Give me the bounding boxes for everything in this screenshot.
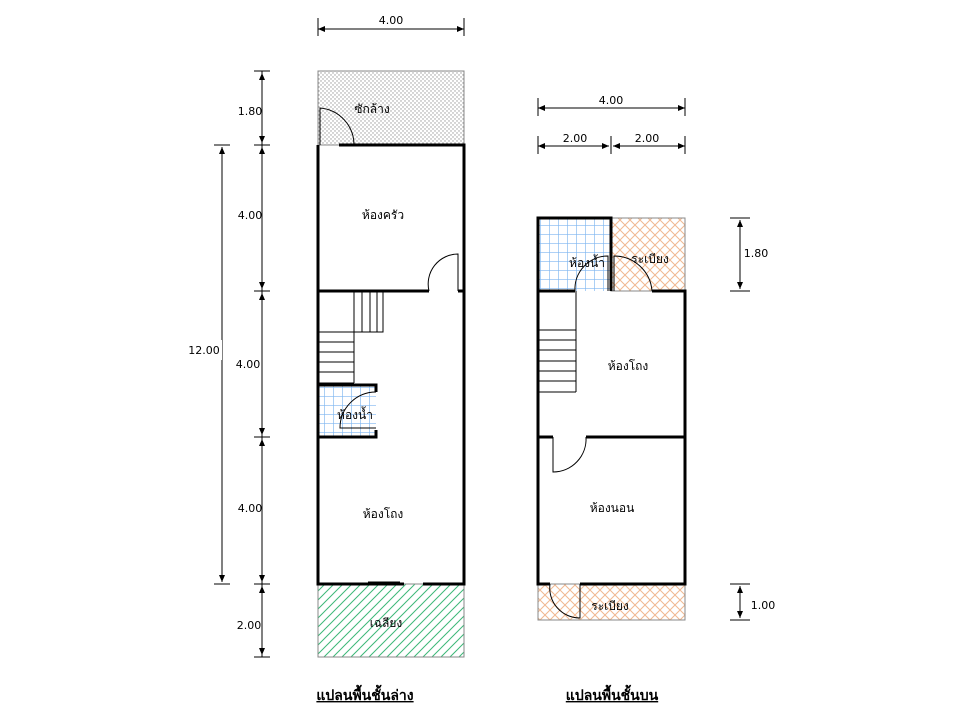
bedroom-door bbox=[552, 436, 587, 473]
front-balcony-door bbox=[549, 583, 581, 619]
ground-dimensions: 4.00 1.80 4.00 4.00 4.00 2.00 12.00 bbox=[186, 14, 465, 658]
ground-floor-plan: ซักล้าง ห้องครัว ห้องน้ำ ห้องโถง เฉลียง … bbox=[186, 14, 466, 704]
kitchen-door bbox=[427, 253, 459, 292]
bathroom-wall bbox=[318, 383, 378, 439]
room-label-laundry: ซักล้าง bbox=[354, 102, 389, 116]
laundry-door bbox=[319, 107, 355, 146]
dim-back: 1.80 bbox=[744, 247, 769, 260]
room-label-front-balcony: ระเบียง bbox=[591, 599, 629, 613]
laundry-area bbox=[317, 70, 465, 146]
porch-area bbox=[317, 583, 465, 658]
room-label-living: ห้องโถง bbox=[363, 507, 404, 521]
front-balcony-area bbox=[537, 583, 686, 621]
dim-right-half: 2.00 bbox=[635, 132, 660, 145]
sliding-door bbox=[352, 581, 404, 585]
dim-front: 1.00 bbox=[751, 599, 776, 612]
upper-bathroom-area bbox=[538, 218, 611, 291]
room-label-porch: เฉลียง bbox=[370, 616, 403, 630]
upper-dimensions: 4.00 2.00 2.00 1.80 1.00 bbox=[537, 94, 776, 621]
upper-walls bbox=[536, 216, 687, 586]
bathroom-door bbox=[339, 391, 377, 429]
back-balcony-door bbox=[613, 255, 653, 292]
ground-floor-title: แปลนพื้นชั้นล่าง bbox=[316, 684, 413, 704]
dim-laundry: 1.80 bbox=[238, 105, 263, 118]
room-label-back-balcony: ระเบียง bbox=[631, 252, 669, 266]
room-label-bathroom: ห้องน้ำ bbox=[337, 406, 373, 422]
upper-floor-title: แปลนพื้นชั้นบน bbox=[566, 684, 659, 704]
ground-stairs bbox=[318, 291, 384, 384]
upper-stairs bbox=[538, 291, 577, 393]
dim-left-half: 2.00 bbox=[563, 132, 588, 145]
room-label-kitchen: ห้องครัว bbox=[362, 208, 404, 222]
room-label-bedroom: ห้องนอน bbox=[590, 501, 635, 515]
room-label-upper-bathroom: ห้องน้ำ bbox=[569, 254, 605, 270]
dim-middle: 4.00 bbox=[236, 358, 261, 371]
dim-kitchen: 4.00 bbox=[238, 209, 263, 222]
dim-porch: 2.00 bbox=[237, 619, 262, 632]
dim-overall: 12.00 bbox=[188, 344, 220, 357]
upper-floor-plan: ห้องน้ำ ระเบียง ห้องโถง ห้องนอน ระเบียง … bbox=[536, 94, 776, 704]
dim-upper-width: 4.00 bbox=[599, 94, 624, 107]
dim-living: 4.00 bbox=[238, 502, 263, 515]
upper-bathroom-door bbox=[574, 255, 609, 292]
dim-width: 4.00 bbox=[379, 14, 404, 27]
room-label-upper-living: ห้องโถง bbox=[608, 359, 649, 373]
